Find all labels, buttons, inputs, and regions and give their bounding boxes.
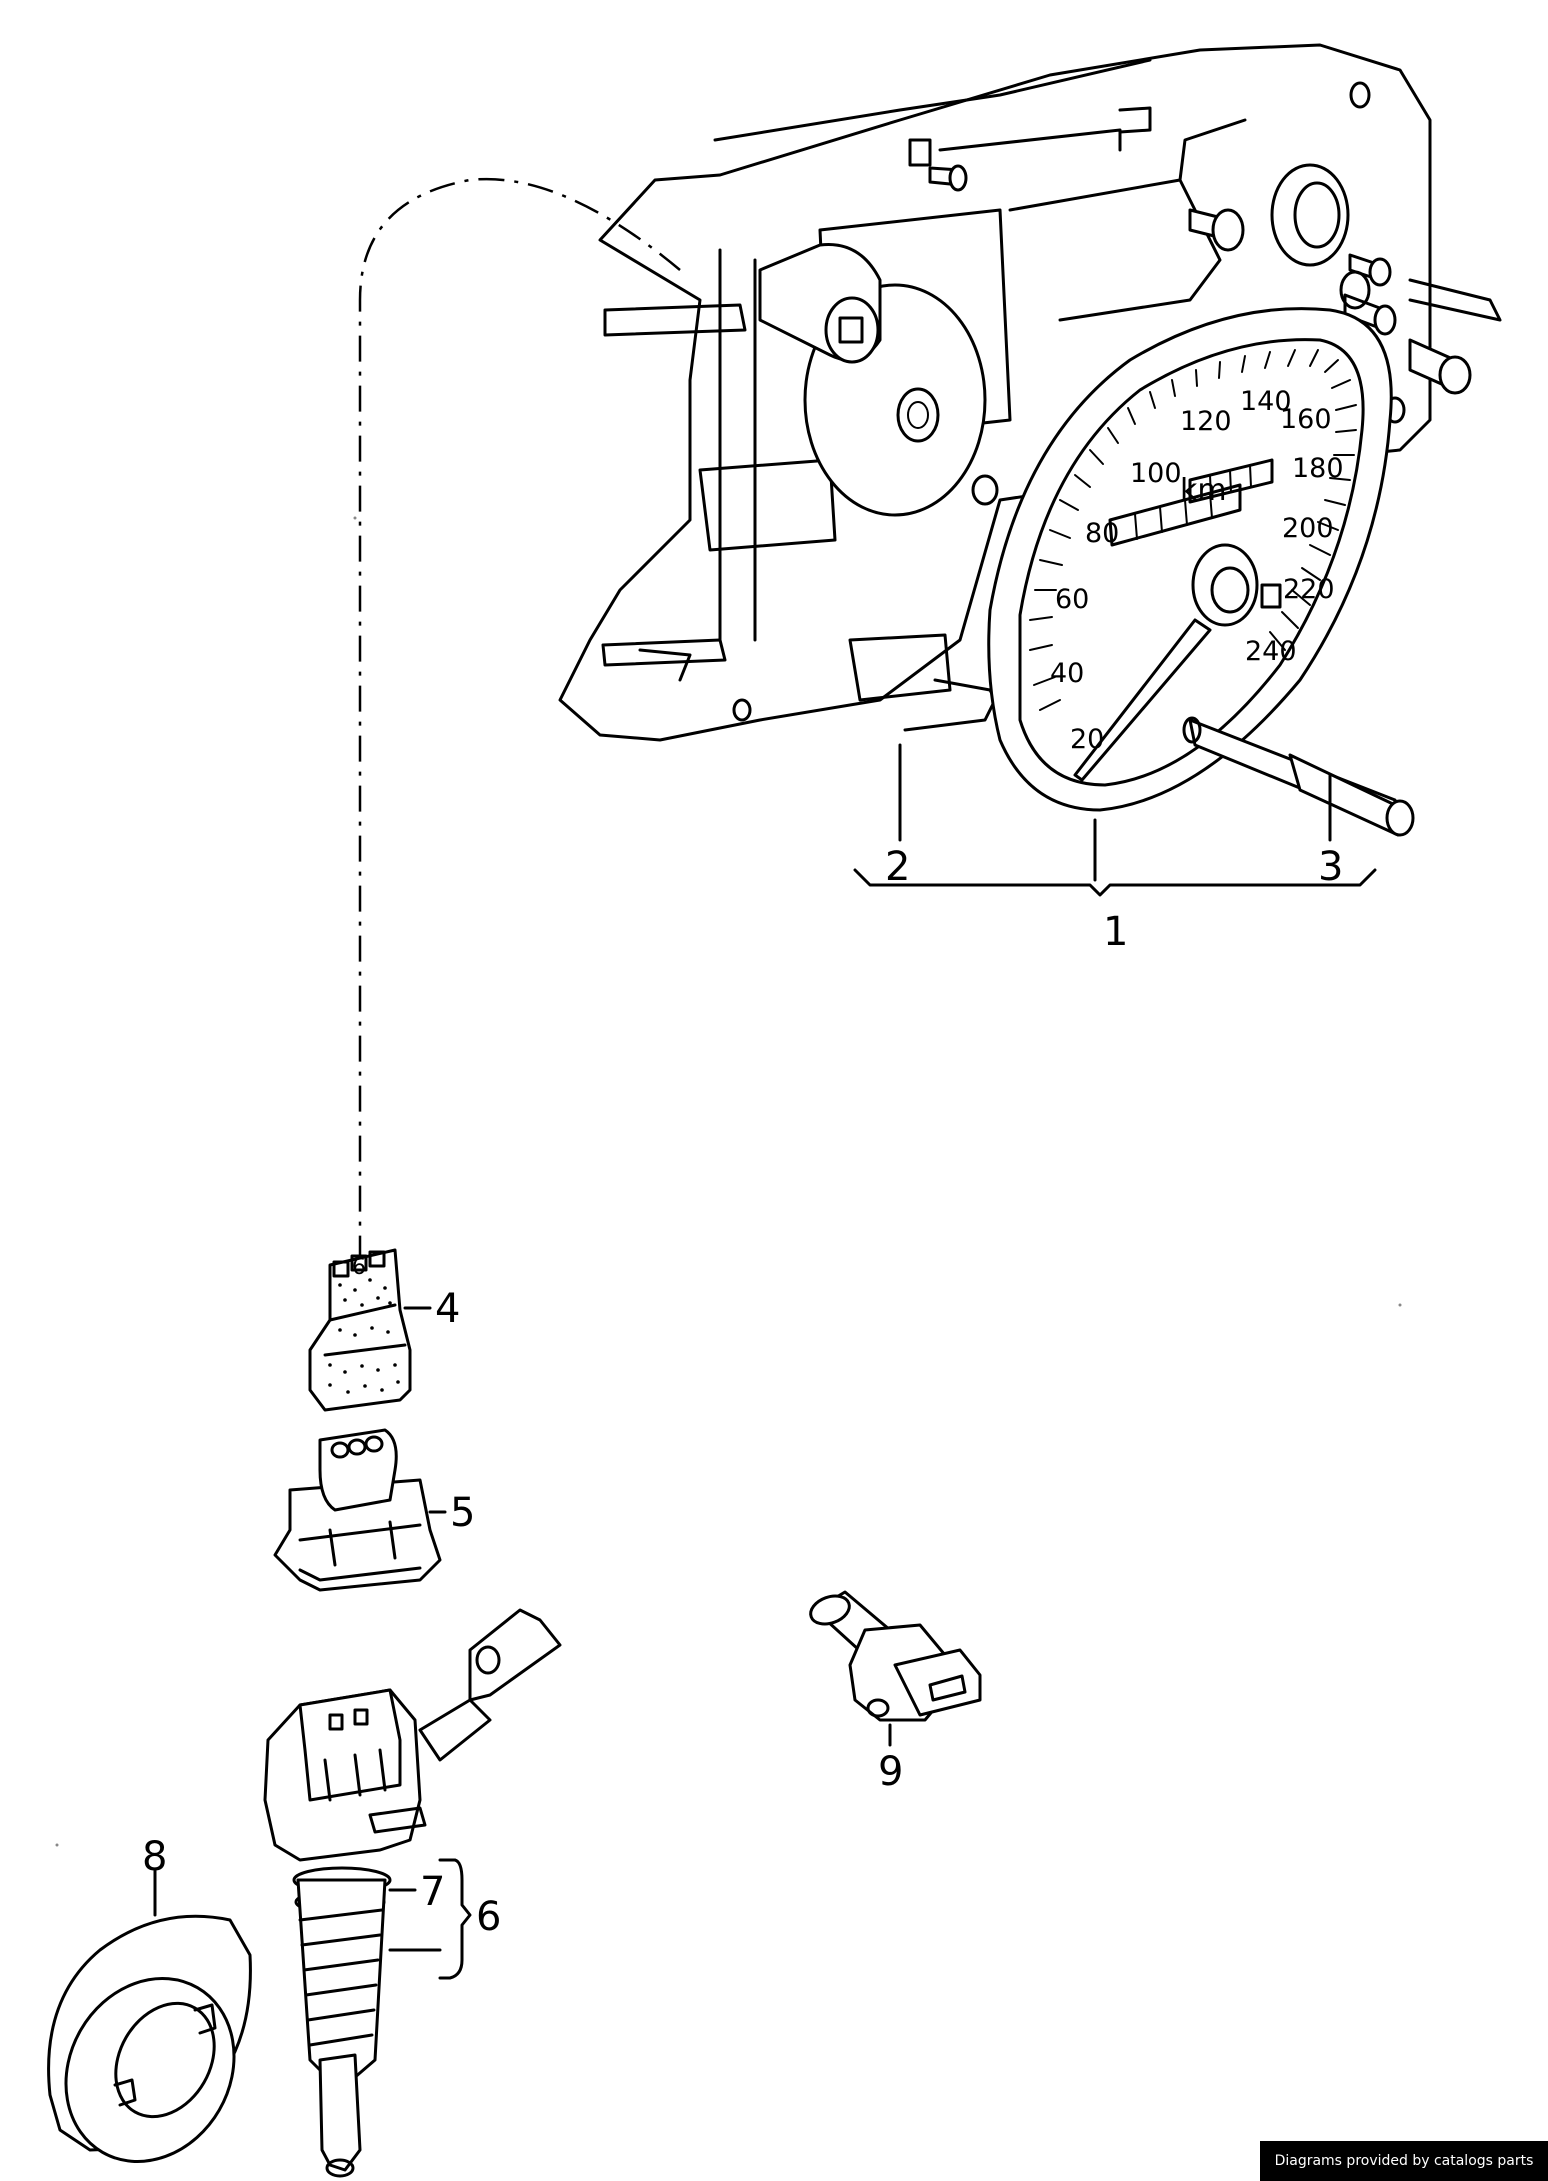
callout-3: 3 (1318, 844, 1343, 890)
callout-7: 7 (420, 1869, 445, 1915)
callout-1: 1 (1103, 909, 1128, 955)
callout-5: 5 (450, 1490, 475, 1536)
dial-mark-180: 180 (1292, 453, 1344, 484)
dial-mark-100: 100 (1130, 458, 1182, 489)
credit-banner: Diagrams provided by catalogs parts (1260, 2141, 1548, 2181)
speedometer: 20 40 60 80 100 120 140 160 180 200 220 … (987, 307, 1415, 837)
dial-mark-200: 200 (1282, 513, 1334, 544)
dial-mark-160: 160 (1280, 404, 1332, 435)
hall-sender: 9 (809, 1590, 982, 1795)
speedo-cable (358, 177, 681, 1290)
scan-dots (55, 516, 1402, 1847)
callout-4: 4 (435, 1286, 460, 1332)
dial-mark-140: 140 (1240, 386, 1292, 417)
dial-mark-120: 120 (1180, 406, 1232, 437)
dial-mark-40: 40 (1050, 658, 1084, 689)
dial-mark-20: 20 (1070, 724, 1104, 755)
speed-sender: 7 6 (263, 1608, 562, 2178)
dial-unit: km (1180, 473, 1227, 508)
instrument-housing (558, 43, 1502, 742)
connector-housing: 6 4 (308, 1248, 460, 1412)
callout-8: 8 (142, 1834, 167, 1880)
callout-9: 9 (878, 1749, 903, 1795)
contact-marking: 6 (352, 1255, 366, 1280)
callout-group-top: 2 3 1 (853, 743, 1377, 955)
dial-mark-80: 80 (1085, 518, 1119, 549)
dial-mark-60: 60 (1055, 584, 1089, 615)
dial-mark-240: 240 (1245, 636, 1297, 667)
callout-2: 2 (885, 844, 910, 890)
mounting-bracket: 5 (273, 1428, 475, 1592)
callout-6: 6 (476, 1894, 501, 1940)
dial-mark-220: 220 (1283, 574, 1335, 605)
ring-magnet: 8 (47, 1834, 252, 2163)
